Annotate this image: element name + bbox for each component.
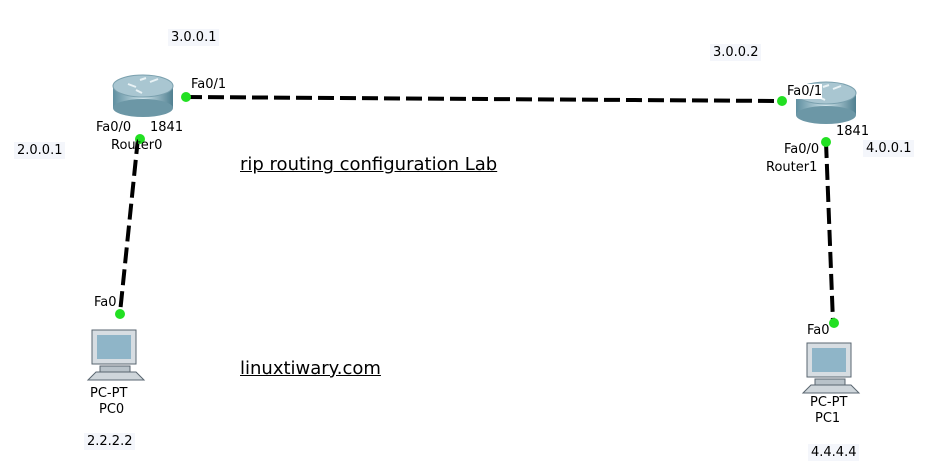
device-type: PC-PT xyxy=(810,395,848,410)
ip-label: 4.0.0.1 xyxy=(863,140,915,157)
device-name: PC1 xyxy=(815,411,841,426)
port-label: Fa0/0 xyxy=(784,142,820,157)
port-status-dot xyxy=(115,309,125,319)
site-label: linuxtiwary.com xyxy=(240,358,381,379)
device-name: Router1 xyxy=(766,160,818,175)
pc0-icon[interactable] xyxy=(86,329,146,381)
ip-label: 3.0.0.1 xyxy=(168,29,220,46)
device-model: 1841 xyxy=(836,124,870,139)
pc1-icon[interactable] xyxy=(801,342,861,394)
port-status-dot xyxy=(181,92,191,102)
link-router1-pc1[interactable] xyxy=(824,141,835,323)
port-status-dot xyxy=(821,137,831,147)
port-label: Fa0/1 xyxy=(787,84,823,99)
port-label: Fa0 xyxy=(94,295,117,310)
ip-label: 4.4.4.4 xyxy=(808,444,860,461)
port-status-dot xyxy=(135,134,145,144)
port-label: Fa0/1 xyxy=(191,77,227,92)
ip-label: 2.0.0.1 xyxy=(14,142,66,159)
link-router0-router1[interactable] xyxy=(185,95,781,103)
port-label: Fa0 xyxy=(807,323,830,338)
diagram-title: rip routing configuration Lab xyxy=(240,154,498,175)
device-model: 1841 xyxy=(150,120,184,135)
router0-icon[interactable] xyxy=(112,74,174,117)
link-router0-pc0[interactable] xyxy=(118,137,140,314)
port-status-dot xyxy=(829,318,839,328)
device-name: PC0 xyxy=(99,402,125,417)
device-name: Router0 xyxy=(111,138,163,153)
port-label: Fa0/0 xyxy=(96,120,132,135)
ip-label: 2.2.2.2 xyxy=(84,433,136,450)
device-type: PC-PT xyxy=(90,386,128,401)
port-status-dot xyxy=(777,96,787,106)
ip-label: 3.0.0.2 xyxy=(710,44,762,61)
